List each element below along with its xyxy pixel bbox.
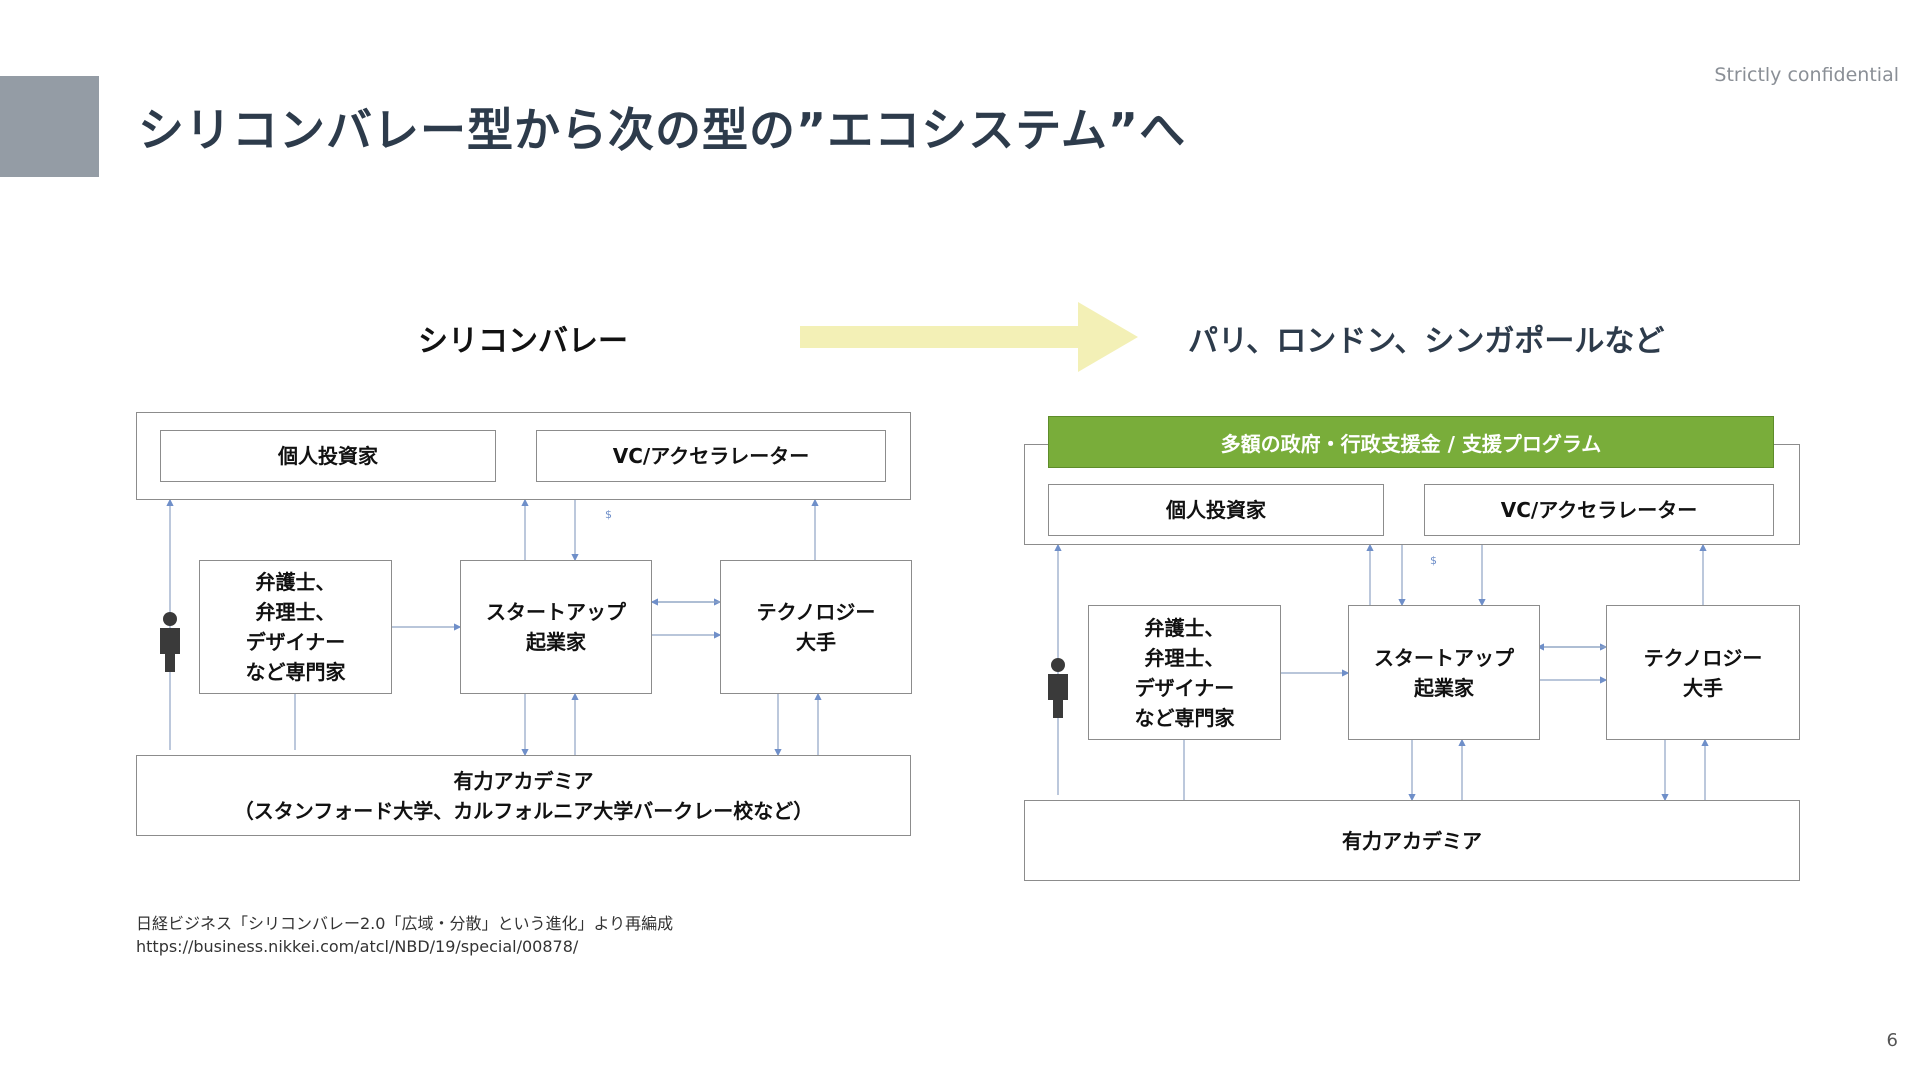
page-number: 6 bbox=[1886, 1030, 1898, 1051]
left-startup-box: スタートアップ 起業家 bbox=[460, 560, 652, 694]
right-professionals-line-2: 弁理士、 bbox=[1144, 645, 1225, 670]
left-diagram-heading: シリコンバレー bbox=[418, 324, 628, 359]
left-individual-investor-box: 個人投資家 bbox=[160, 430, 496, 482]
right-individual-investor-box: 個人投資家 bbox=[1048, 484, 1384, 536]
right-individual-investor-label: 個人投資家 bbox=[1166, 498, 1266, 522]
right-money-label: $ bbox=[1430, 554, 1437, 567]
corner-block bbox=[0, 76, 99, 177]
right-vc-accelerator-box: VC/アクセラレーター bbox=[1424, 484, 1774, 536]
left-person-icon bbox=[160, 612, 180, 672]
left-startup-line-2: 起業家 bbox=[526, 630, 586, 654]
left-professionals-line-4: など専門家 bbox=[245, 660, 346, 684]
left-academia-line-2: （スタンフォード大学、カルフォルニア大学バークレー校など） bbox=[233, 798, 814, 823]
left-money-label: $ bbox=[605, 508, 612, 521]
right-vc-accelerator-label: VC/アクセラレーター bbox=[1500, 498, 1698, 522]
right-diagram-heading: パリ、ロンドン、シンガポールなど bbox=[1188, 324, 1665, 359]
right-person-icon bbox=[1048, 658, 1068, 718]
right-startup-box: スタートアップ 起業家 bbox=[1348, 605, 1540, 740]
right-tech-line-2: 大手 bbox=[1683, 675, 1723, 700]
source-citation-title: 日経ビジネス「シリコンバレー2.0「広域・分散」という進化」より再編成 bbox=[136, 914, 674, 933]
confidential-label: Strictly confidential bbox=[1714, 64, 1899, 86]
left-startup-line-1: スタートアップ bbox=[486, 600, 626, 624]
right-professionals-line-3: デザイナー bbox=[1134, 675, 1235, 700]
government-support-banner: 多額の政府・行政支援金 / 支援プログラム bbox=[1048, 416, 1774, 468]
right-academia-box: 有力アカデミア bbox=[1024, 800, 1800, 881]
left-vc-accelerator-label: VC/アクセラレーター bbox=[612, 444, 810, 468]
left-professionals-line-1: 弁護士、 bbox=[255, 570, 336, 594]
right-academia-label: 有力アカデミア bbox=[1342, 828, 1482, 853]
right-tech-box: テクノロジー 大手 bbox=[1606, 605, 1800, 740]
left-tech-line-1: テクノロジー bbox=[756, 600, 876, 624]
left-professionals-line-3: デザイナー bbox=[245, 630, 346, 654]
left-individual-investor-label: 個人投資家 bbox=[278, 444, 378, 468]
left-academia-box: 有力アカデミア （スタンフォード大学、カルフォルニア大学バークレー校など） bbox=[136, 755, 911, 836]
left-professionals-box: 弁護士、 弁理士、 デザイナー など専門家 bbox=[199, 560, 392, 694]
left-tech-line-2: 大手 bbox=[796, 630, 836, 654]
left-academia-line-1: 有力アカデミア bbox=[453, 768, 594, 793]
right-startup-line-2: 起業家 bbox=[1414, 675, 1474, 700]
right-professionals-box: 弁護士、 弁理士、 デザイナー など専門家 bbox=[1088, 605, 1281, 740]
right-professionals-line-1: 弁護士、 bbox=[1144, 615, 1225, 640]
page-title: シリコンバレー型から次の型の”エコシステム”へ bbox=[138, 103, 1187, 157]
government-support-label: 多額の政府・行政支援金 / 支援プログラム bbox=[1220, 431, 1602, 456]
right-professionals-line-4: など専門家 bbox=[1134, 705, 1235, 730]
left-vc-accelerator-box: VC/アクセラレーター bbox=[536, 430, 886, 482]
source-citation: 日経ビジネス「シリコンバレー2.0「広域・分散」という進化」より再編成 http… bbox=[136, 912, 673, 958]
right-tech-line-1: テクノロジー bbox=[1643, 645, 1763, 670]
transition-arrow-icon bbox=[800, 302, 1138, 372]
left-professionals-line-2: 弁理士、 bbox=[255, 600, 336, 624]
source-citation-url: https://business.nikkei.com/atcl/NBD/19/… bbox=[136, 937, 579, 956]
left-tech-box: テクノロジー 大手 bbox=[720, 560, 912, 694]
right-startup-line-1: スタートアップ bbox=[1374, 645, 1514, 670]
